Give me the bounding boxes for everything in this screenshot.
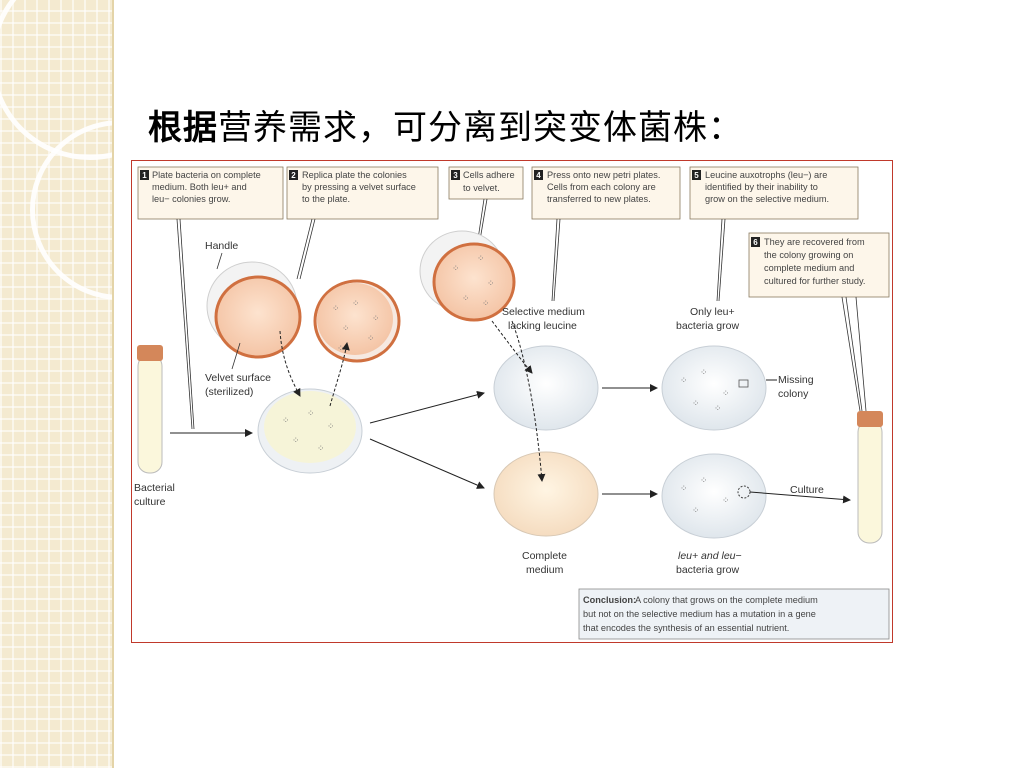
side-decoration-panel <box>0 0 114 768</box>
missing-label-line1: Missing <box>778 374 814 386</box>
colony-mark: ⁘ <box>692 399 700 409</box>
step-text: by pressing a velvet surface <box>302 182 416 192</box>
step-text: leu− colonies grow. <box>152 194 230 204</box>
master-plate: ⁘ ⁘ ⁘ ⁘ ⁘ <box>257 388 363 474</box>
step-text: Plate bacteria on complete <box>152 170 261 180</box>
step-box-4: 4 Press onto new petri plates. Cells fro… <box>531 166 681 220</box>
step-number: 4 <box>536 171 541 180</box>
bacterial-label-line1: Bacterial <box>134 482 175 494</box>
colony-mark: ⁘ <box>700 476 708 486</box>
colony-mark: ⁘ <box>722 389 730 399</box>
step-text: Press onto new petri plates. <box>547 170 660 180</box>
step-text: medium. Both leu+ and <box>152 182 247 192</box>
svg-text:⁘: ⁘ <box>332 304 340 314</box>
conclusion-line: but not on the selective medium has a mu… <box>583 609 816 619</box>
velvet-label-line2: (sterilized) <box>205 386 253 398</box>
conclusion-box: Conclusion: A colony that grows on the c… <box>578 588 890 640</box>
selective-label-line2: lacking leucine <box>508 320 577 332</box>
step-text: to the plate. <box>302 194 350 204</box>
conclusion-line: that encodes the synthesis of an essenti… <box>583 623 789 633</box>
leader-lines <box>176 198 867 430</box>
step-number: 3 <box>453 171 458 180</box>
colony-mark: ⁘ <box>282 416 290 426</box>
colony-mark: ⁘ <box>327 422 335 432</box>
svg-text:⁘: ⁘ <box>482 299 490 309</box>
svg-text:⁘: ⁘ <box>352 299 360 309</box>
panel-divider <box>112 0 114 768</box>
colony-mark: ⁘ <box>307 409 315 419</box>
velvet-disk-3 <box>419 230 516 322</box>
step-text: complete medium and <box>764 263 854 273</box>
step-number: 5 <box>694 171 699 180</box>
step-box-3: 3 Cells adhere to velvet. <box>448 166 524 200</box>
title-bold-part: 根据 <box>148 108 218 148</box>
step-text: identified by their inability to <box>705 182 818 192</box>
colony-mark: ⁘ <box>714 404 722 414</box>
svg-text:⁘: ⁘ <box>462 294 470 304</box>
missing-label-line2: colony <box>778 388 809 400</box>
selective-plate-2: ⁘ ⁘ ⁘ ⁘ ⁘ <box>661 345 767 431</box>
only-leu-label-line2: bacteria grow <box>676 320 739 332</box>
velvet-disk-2 <box>313 279 401 363</box>
step-text: grow on the selective medium. <box>705 194 829 204</box>
svg-text:⁘: ⁘ <box>372 314 380 324</box>
step-box-1: 1 Plate bacteria on complete medium. Bot… <box>137 166 284 220</box>
step-text: They are recovered from <box>764 237 865 247</box>
culture-tube-right <box>857 411 883 544</box>
colony-mark: ⁘ <box>680 484 688 494</box>
colony-mark: ⁘ <box>317 444 325 454</box>
replica-plating-diagram: 1 Plate bacteria on complete medium. Bot… <box>134 166 890 640</box>
complete-plate-1 <box>493 451 599 537</box>
selective-label-line1: Selective medium <box>502 306 585 318</box>
velvet-label-line1: Velvet surface <box>205 372 271 384</box>
svg-text:⁘: ⁘ <box>452 264 460 274</box>
missing-colony-marker <box>738 379 749 388</box>
step-text: to velvet. <box>463 183 500 193</box>
step-number: 1 <box>142 171 147 180</box>
colony-mark: ⁘ <box>700 368 708 378</box>
culture-label: Culture <box>790 484 824 496</box>
step-text: cultured for further study. <box>764 276 865 286</box>
slide-title: 根据营养需求，可分离到突变体菌株： <box>148 100 743 149</box>
complete-label-line2: medium <box>526 564 564 576</box>
only-leu-label-line1: Only leu+ <box>690 306 735 318</box>
leu-both-label-line1: leu+ and leu− <box>678 550 742 562</box>
step-text: Cells adhere <box>463 170 515 180</box>
step-text: Cells from each colony are <box>547 182 656 192</box>
step-text: transferred to new plates. <box>547 194 651 204</box>
velvet-handle-1 <box>206 261 302 359</box>
handle-leader <box>216 252 223 270</box>
colony-mark: ⁘ <box>692 506 700 516</box>
step-text: the colony growing on <box>764 250 853 260</box>
bacterial-culture-tube <box>137 345 163 474</box>
selective-plate-1 <box>493 345 599 431</box>
svg-text:⁘: ⁘ <box>487 279 495 289</box>
colony-mark: ⁘ <box>292 436 300 446</box>
step-text: Leucine auxotrophs (leu−) are <box>705 170 827 180</box>
leu-both-label-line2: bacteria grow <box>676 564 739 576</box>
conclusion-heading: Conclusion: <box>583 595 636 605</box>
svg-text:⁘: ⁘ <box>477 254 485 264</box>
bacterial-label-line2: culture <box>134 496 166 508</box>
step-box-5: 5 Leucine auxotrophs (leu−) are identifi… <box>689 166 859 220</box>
velvet-leader <box>231 342 241 370</box>
svg-text:⁘: ⁘ <box>342 324 350 334</box>
step-number: 6 <box>753 238 758 247</box>
colony-mark: ⁘ <box>722 496 730 506</box>
flow-arrows <box>170 320 851 504</box>
complete-plate-2: ⁘ ⁘ ⁘ ⁘ <box>661 453 767 539</box>
handle-label: Handle <box>205 240 238 252</box>
conclusion-line: A colony that grows on the complete medi… <box>635 595 818 605</box>
svg-text:⁘: ⁘ <box>337 344 345 354</box>
title-rest-part: 营养需求，可分离到突变体菌株： <box>218 108 743 148</box>
svg-text:⁘: ⁘ <box>367 334 375 344</box>
complete-label-line1: Complete <box>522 550 567 562</box>
step-box-2: 2 Replica plate the colonies by pressing… <box>286 166 439 220</box>
step-box-6: 6 They are recovered from the colony gro… <box>748 232 890 298</box>
replica-plating-figure: 1 Plate bacteria on complete medium. Bot… <box>131 160 893 643</box>
colony-mark: ⁘ <box>680 376 688 386</box>
step-number: 2 <box>291 171 296 180</box>
step-text: Replica plate the colonies <box>302 170 407 180</box>
colony-marks: ⁘⁘⁘ ⁘⁘⁘ ⁘⁘⁘ ⁘⁘ <box>332 254 495 354</box>
